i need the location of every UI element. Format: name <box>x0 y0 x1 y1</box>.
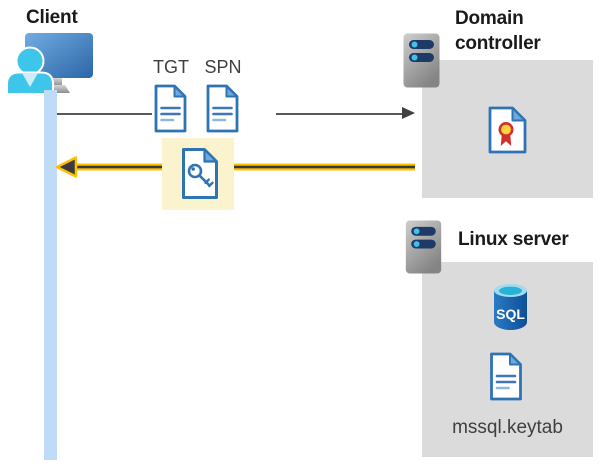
sql-database-icon: SQL <box>494 284 527 330</box>
domain-controller-server-icon <box>403 33 440 88</box>
request-arrowhead-icon <box>402 107 415 119</box>
client-lifeline <box>44 90 57 460</box>
linux-server-label: Linux server <box>458 229 569 250</box>
tgt-document-icon <box>154 84 187 133</box>
request-arrow-line-right <box>276 113 403 115</box>
keytab-filename-label: mssql.keytab <box>452 417 563 438</box>
request-arrow-line-left <box>57 113 152 115</box>
response-arrow <box>56 156 415 178</box>
client-label: Client <box>26 7 78 28</box>
key-glyph <box>187 163 214 188</box>
seal-badge <box>498 121 514 137</box>
spn-label: SPN <box>204 57 242 77</box>
domain-controller-label: Domain controller <box>455 8 541 54</box>
user-at-monitor-icon <box>6 33 93 95</box>
keytab-document-icon <box>490 352 522 401</box>
monitor-stand-neck <box>51 78 62 86</box>
key-document-icon <box>182 148 218 199</box>
user-collar <box>22 73 38 87</box>
response-arrowhead-icon <box>56 156 78 178</box>
spn-document-icon <box>206 84 239 133</box>
linux-server-icon <box>405 220 442 274</box>
tgt-label: TGT <box>153 57 189 77</box>
sql-label: SQL <box>496 306 525 322</box>
seal-ribbon <box>500 134 512 146</box>
certificate-icon <box>488 106 527 154</box>
user-head <box>15 46 45 76</box>
